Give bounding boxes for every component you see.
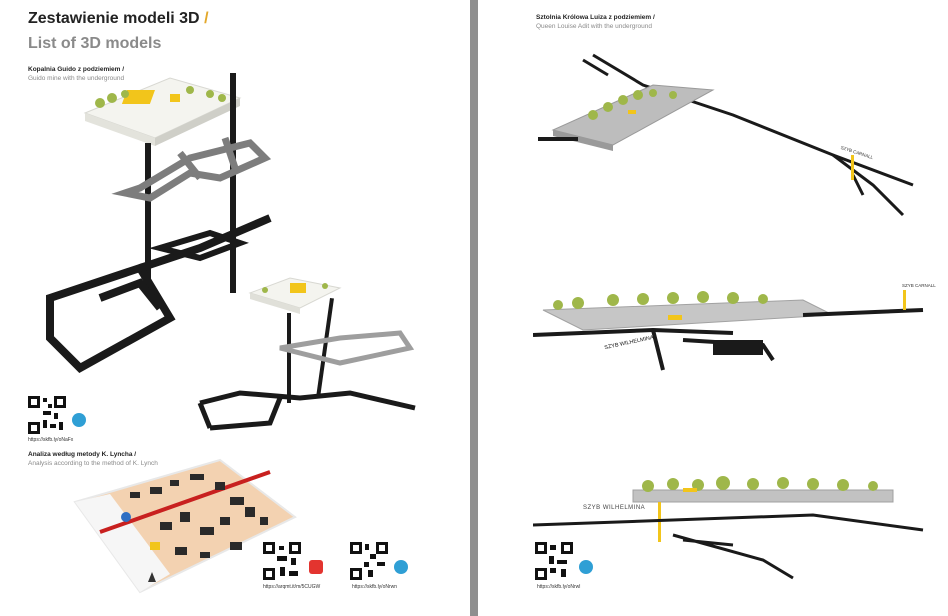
lynch-qr2-url[interactable]: https://skfb.ly/oNrwn [352,584,398,590]
lynch-qr1-url[interactable]: https://arqmt.it/m/5CUGW [263,584,321,590]
sketchfab-icon[interactable] [394,560,408,574]
augment-icon[interactable] [309,560,323,574]
guido-caption-pl: Kopalnia Guido z podziemiem / [28,66,125,73]
luiza-caption-pl: Sztolnia Królowa Luiza z podziemiem / [536,14,655,21]
sketchfab-icon[interactable] [72,413,86,427]
guido-qr-url[interactable]: https://skfb.ly/oNaFx [28,437,74,443]
lynch-caption-en: Analysis according to the method of K. L… [28,460,158,467]
lynch-map-illustration [73,458,297,594]
guido-caption-en: Guido mine with the underground [28,75,125,82]
title-slash: / [204,10,209,27]
left-page: Zestawienie modeli 3D / List of 3D model… [0,0,470,616]
label-szyb-carnall-2: SZYB CARNALL [902,283,936,288]
sketchfab-icon[interactable] [579,560,593,574]
page-subtitle: List of 3D models [28,35,162,52]
title-pl: Zestawienie modeli 3D [28,10,200,27]
right-page: Sztolnia Królowa Luiza z podziemiem / Qu… [478,0,948,616]
lynch-caption-pl: Analiza według metody K. Lyncha / [28,451,137,458]
north-arrow-icon [148,572,156,582]
page-title: Zestawienie modeli 3D / [28,10,209,28]
label-szyb-wilhelmina-2: SZYB WILHELMINA [583,505,646,511]
luiza-model-view-3 [533,476,924,580]
guido-model-illustration [46,73,416,431]
luiza-model-view-1 [538,53,914,217]
qr-code-icon[interactable] [350,542,388,580]
qr-code-icon[interactable] [535,542,573,580]
luiza-qr-url[interactable]: https://skfb.ly/oNrwl [537,584,581,590]
qr-code-icon[interactable] [263,542,301,580]
luiza-model-view-2 [533,290,924,371]
luiza-caption-en: Queen Louise Adit with the underground [536,23,653,30]
qr-code-icon[interactable] [28,396,66,434]
